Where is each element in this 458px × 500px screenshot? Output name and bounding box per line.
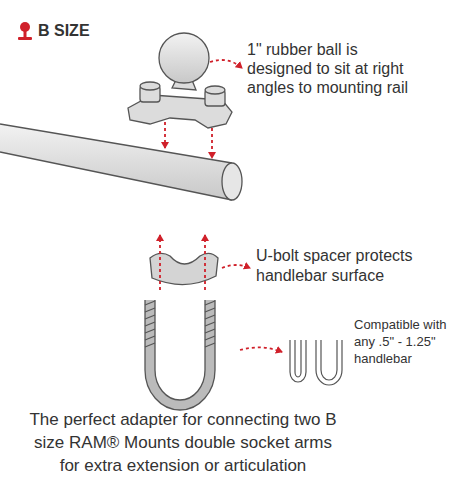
caption: The perfect adapter for connecting two B… — [28, 408, 338, 477]
callout-text: Compatible with any .5" - 1.25" handleba… — [354, 316, 452, 367]
size-heading: B SIZE — [38, 22, 90, 40]
leader-arrows — [160, 60, 282, 352]
callout-text: U-bolt spacer protects handlebar surface — [256, 246, 452, 286]
handlebar-rail — [0, 124, 242, 200]
pin-icon — [18, 22, 32, 40]
u-bolt — [145, 300, 215, 410]
callout-text: 1" rubber ball is designed to sit at rig… — [247, 40, 417, 97]
ball-base — [128, 33, 232, 128]
u-bolt-sizes — [290, 340, 342, 385]
